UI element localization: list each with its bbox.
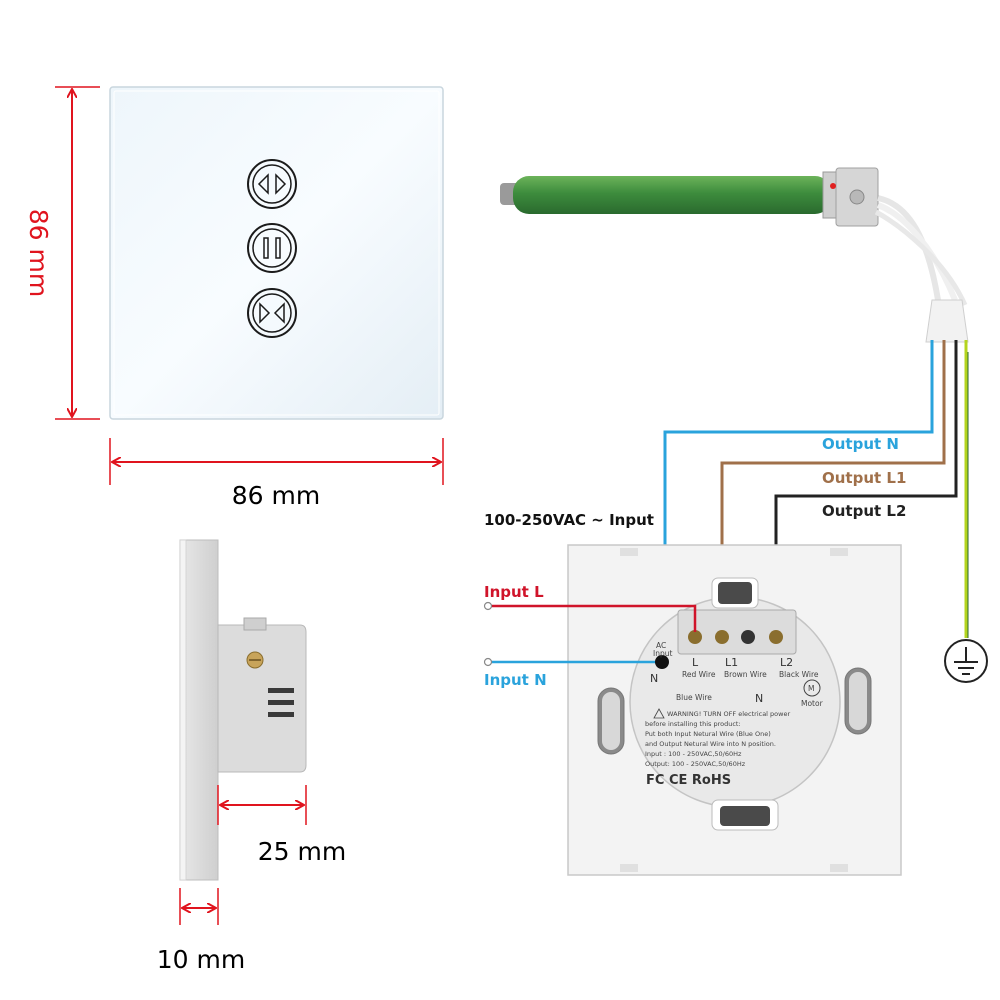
double-arrow-close-icon bbox=[247, 288, 297, 338]
input-l-wire bbox=[488, 604, 697, 632]
motor-label: Motor bbox=[801, 699, 824, 708]
black-wire-label: Black Wire bbox=[779, 670, 819, 679]
warning-line-6: Output: 100 - 250VAC,50/60Hz bbox=[645, 760, 746, 768]
depth-dimension: 25 mm bbox=[217, 785, 346, 866]
input-n-label: Input N bbox=[484, 671, 547, 689]
front-panel bbox=[109, 86, 444, 420]
height-dimension: 86 mm bbox=[24, 86, 100, 420]
warning-line-3: Put both Input Netural Wire (Blue One) bbox=[645, 730, 771, 738]
pause-icon bbox=[247, 223, 297, 273]
n-left-label: N bbox=[650, 672, 658, 685]
warning-line-4: and Output Netural Wire into N position. bbox=[645, 740, 776, 748]
brown-wire-label: Brown Wire bbox=[724, 670, 767, 679]
back-label: AC Input N L L1 L2 Red Wire Brown Wire B… bbox=[645, 641, 824, 788]
motor-symbol-icon: M bbox=[803, 679, 821, 697]
warning-line-2: before installing this product: bbox=[645, 720, 741, 728]
term-l-label: L bbox=[692, 656, 699, 669]
term-l2-label: L2 bbox=[780, 656, 793, 669]
ac-input-label-2: Input bbox=[653, 649, 672, 658]
panel-thickness-label: 10 mm bbox=[157, 945, 245, 974]
width-label: 86 mm bbox=[232, 481, 320, 510]
blue-wire-label: Blue Wire bbox=[676, 693, 712, 702]
input-wires bbox=[483, 601, 697, 669]
ground-symbol-icon bbox=[944, 639, 988, 683]
supply-title: 100-250VAC ~ Input bbox=[484, 511, 654, 529]
panel-thickness-dimension: 10 mm bbox=[157, 888, 245, 974]
double-arrow-open-icon bbox=[247, 159, 297, 209]
n-center-label: N bbox=[755, 692, 763, 705]
side-view bbox=[179, 539, 307, 881]
output-l1-label: Output L1 bbox=[822, 469, 906, 487]
output-n-label: Output N bbox=[822, 435, 899, 453]
warning-line-1: WARNING! TURN OFF electrical power bbox=[667, 710, 790, 718]
input-l-label: Input L bbox=[484, 583, 544, 601]
term-l1-label: L1 bbox=[725, 656, 738, 669]
red-wire-label: Red Wire bbox=[682, 670, 716, 679]
depth-label: 25 mm bbox=[258, 837, 346, 866]
height-label: 86 mm bbox=[24, 209, 53, 297]
warning-triangle-icon bbox=[653, 708, 665, 719]
switch-back bbox=[567, 544, 902, 876]
cert-logos: FC CE RoHS bbox=[646, 773, 731, 788]
tubular-motor bbox=[500, 167, 969, 352]
output-l2-label: Output L2 bbox=[822, 502, 906, 520]
width-dimension: 86 mm bbox=[109, 438, 444, 510]
ac-input-label-1: AC bbox=[656, 641, 666, 650]
warning-line-5: Input : 100 - 250VAC,50/60Hz bbox=[645, 750, 742, 758]
svg-text:M: M bbox=[808, 684, 814, 693]
